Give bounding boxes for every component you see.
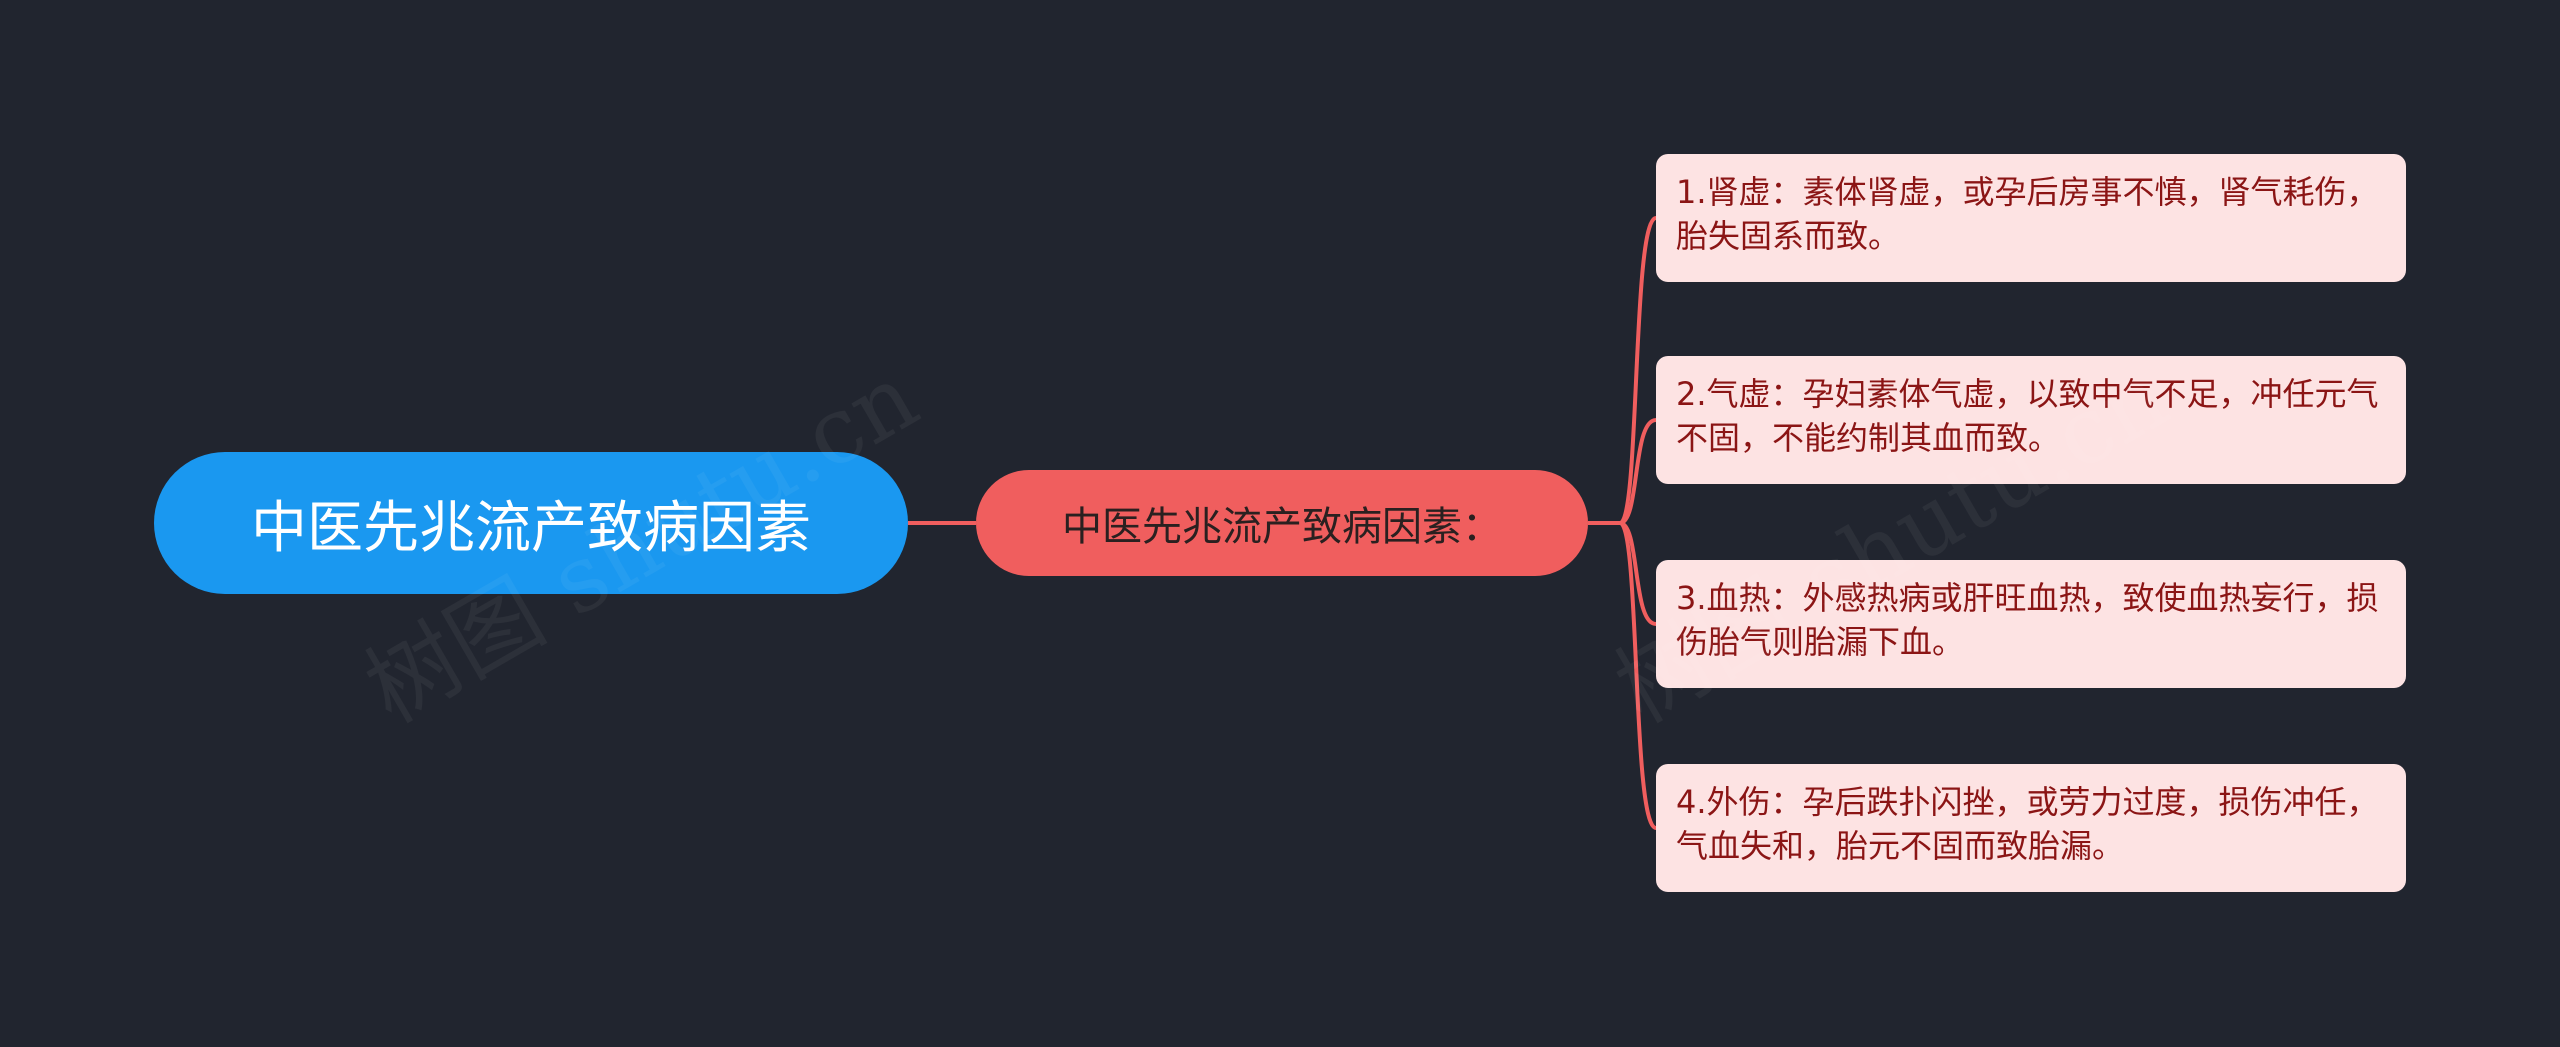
leaf-node-3[interactable]: 3.血热：外感热病或肝旺血热，致使血热妄行，损伤胎气则胎漏下血。	[1656, 560, 2406, 688]
leaf-node-1[interactable]: 1.肾虚：素体肾虚，或孕后房事不慎，肾气耗伤，胎失固系而致。	[1656, 154, 2406, 282]
branch-topic-node[interactable]: 中医先兆流产致病因素：	[976, 470, 1588, 576]
connector-branch-to-leaf-1	[1588, 216, 1658, 525]
connector-branch-to-leaf-3	[1588, 521, 1657, 626]
leaf-text-3: 3.血热：外感热病或肝旺血热，致使血热妄行，损伤胎气则胎漏下血。	[1676, 579, 2379, 661]
leaf-text-1: 1.肾虚：素体肾虚，或孕后房事不慎，肾气耗伤，胎失固系而致。	[1676, 173, 2379, 255]
root-topic-node[interactable]: 中医先兆流产致病因素	[154, 452, 908, 594]
leaf-node-2[interactable]: 2.气虚：孕妇素体气虚，以致中气不足，冲任元气不固，不能约制其血而致。	[1656, 356, 2406, 484]
connector-branch-to-leaf-2	[1588, 418, 1657, 525]
branch-topic-label: 中医先兆流产致病因素：	[1062, 504, 1502, 550]
connector-branch-to-leaf-4	[1588, 521, 1658, 830]
leaf-text-2: 2.气虚：孕妇素体气虚，以致中气不足，冲任元气不固，不能约制其血而致。	[1676, 375, 2379, 457]
leaf-text-4: 4.外伤：孕后跌扑闪挫，或劳力过度，损伤冲任，气血失和，胎元不固而致胎漏。	[1676, 783, 2379, 865]
leaf-node-4[interactable]: 4.外伤：孕后跌扑闪挫，或劳力过度，损伤冲任，气血失和，胎元不固而致胎漏。	[1656, 764, 2406, 892]
root-topic-label: 中医先兆流产致病因素	[251, 495, 811, 561]
